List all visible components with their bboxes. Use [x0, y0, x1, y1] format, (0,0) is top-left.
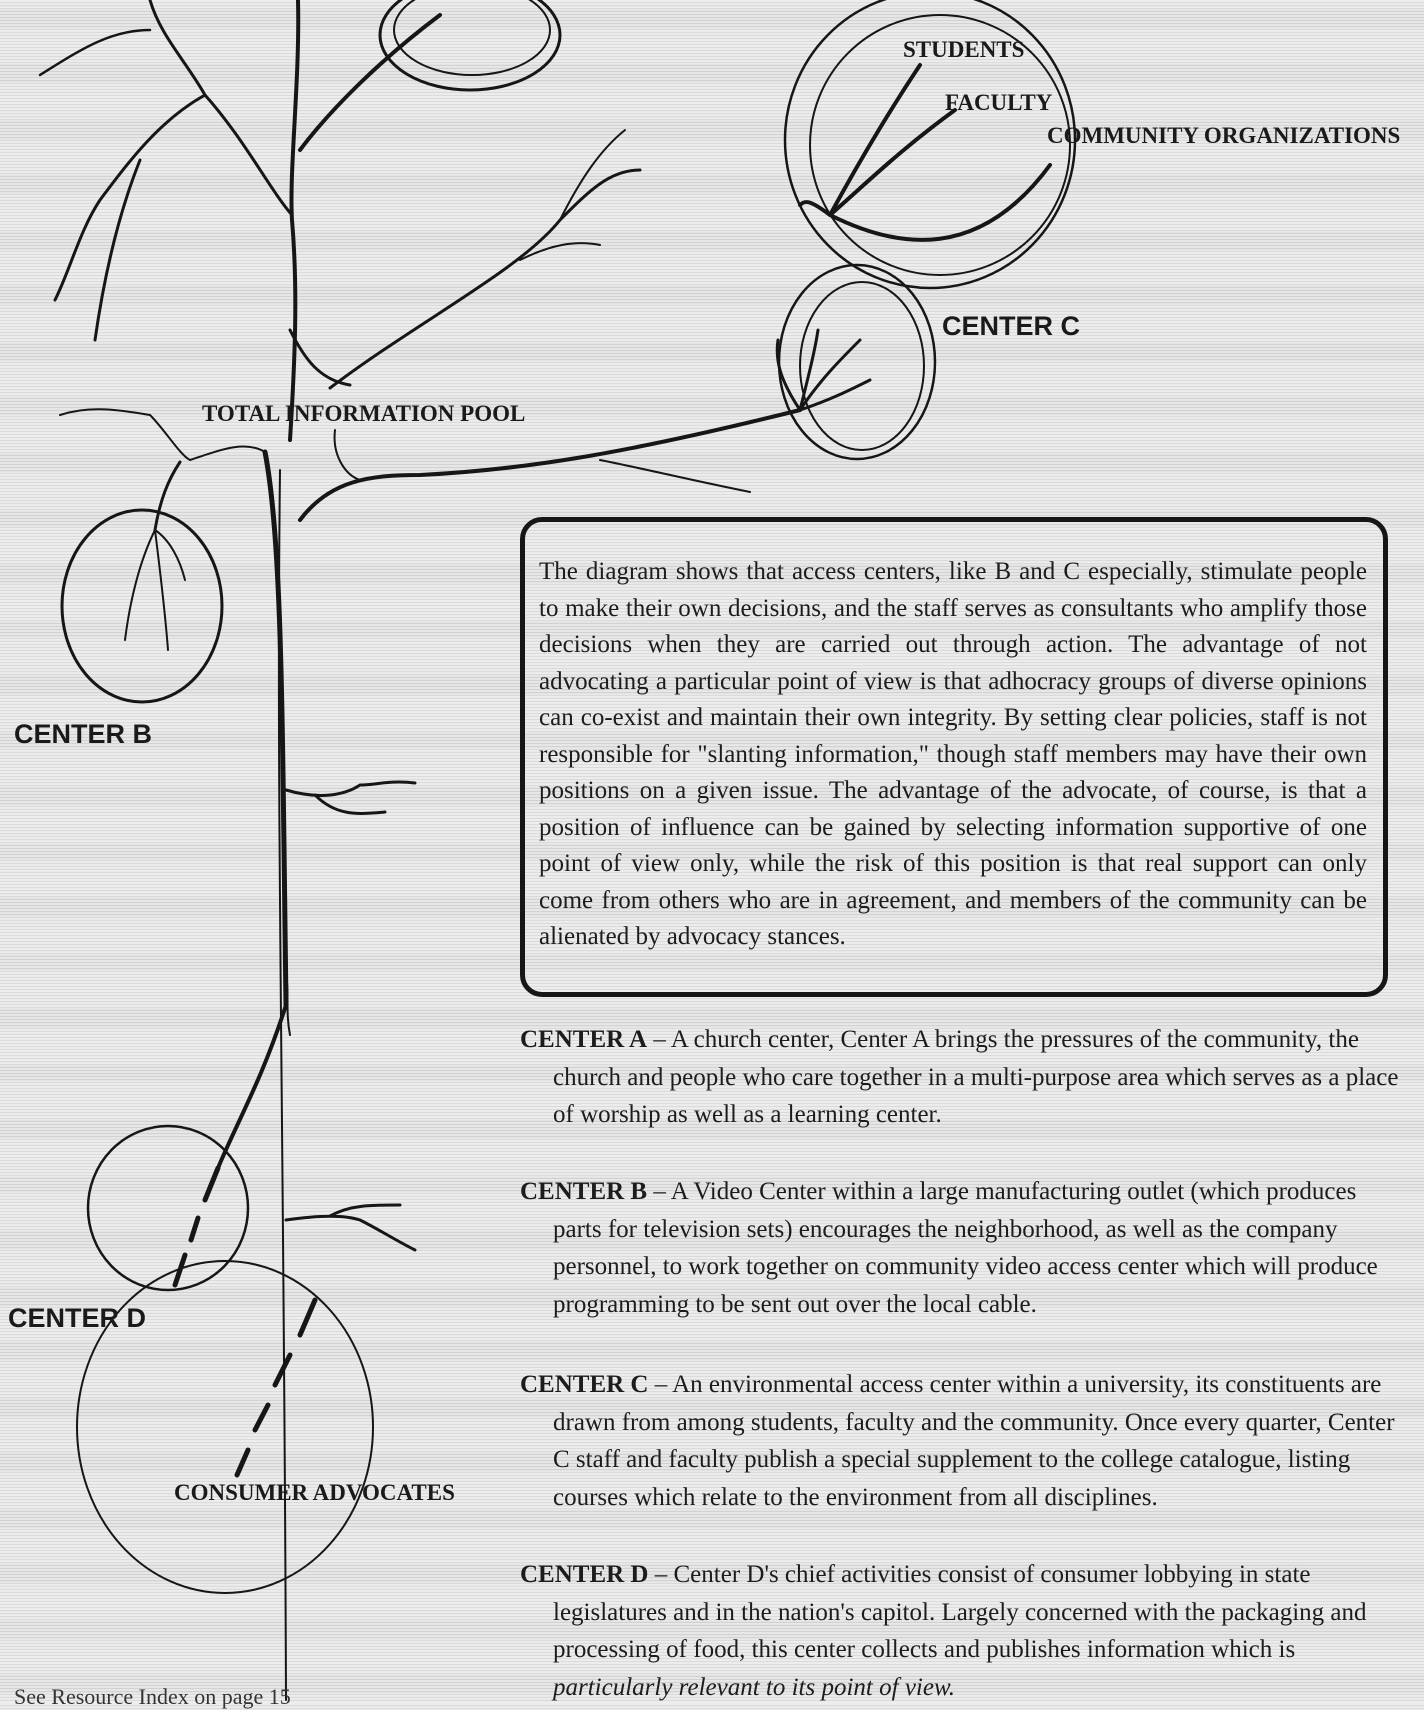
- label-consumer-advocates: CONSUMER ADVOCATES: [174, 1480, 455, 1505]
- branch-to-center-a: [300, 15, 440, 150]
- center-c-roots: [777, 330, 870, 410]
- center-c-dash: –: [649, 1371, 673, 1398]
- resource-index-footnote: See Resource Index on page 15: [14, 1684, 291, 1710]
- explanation-text: The diagram shows that access centers, l…: [539, 558, 1367, 950]
- branch-up-right: [330, 170, 640, 388]
- consumer-advocates-dashes: [237, 1300, 315, 1475]
- center-b-dash: –: [647, 1178, 671, 1205]
- branch-to-center-c-tail: [600, 460, 750, 492]
- upper-left-twig-2: [40, 30, 150, 75]
- center-d-heading: CENTER D: [520, 1561, 649, 1588]
- label-faculty: FACULTY: [945, 90, 1053, 115]
- center-c-heading: CENTER C: [520, 1371, 649, 1398]
- label-center-c: CENTER C: [942, 311, 1080, 341]
- center-b-circle: [62, 510, 222, 702]
- label-total-information-pool: TOTAL INFORMATION POOL: [202, 401, 525, 426]
- center-d-italic-text: particularly relevant to its point of vi…: [553, 1674, 955, 1701]
- label-community-organizations: COMMUNITY ORGANIZATIONS: [1047, 123, 1400, 148]
- center-b-heading: CENTER B: [520, 1178, 647, 1205]
- center-d-text: Center D's chief activities consist of c…: [553, 1561, 1367, 1663]
- center-c-text: An environmental access center within a …: [553, 1371, 1395, 1511]
- center-c-description: CENTER C – An environmental access cente…: [520, 1366, 1400, 1516]
- center-a-text: A church center, Center A brings the pre…: [553, 1026, 1398, 1128]
- branch-to-center-c: [300, 410, 800, 520]
- center-a-dash: –: [647, 1026, 671, 1053]
- pool-drop: [335, 430, 360, 480]
- center-d-branch: [175, 1168, 218, 1285]
- label-students: STUDENTS: [903, 37, 1024, 62]
- upper-left-branch: [150, 0, 292, 215]
- center-b-roots: [125, 530, 185, 650]
- label-center-b: CENTER B: [14, 719, 152, 749]
- branch-center-left: [290, 330, 350, 385]
- upper-left-twig-3: [95, 160, 140, 340]
- main-trunk: [265, 452, 286, 1005]
- center-b-description: CENTER B – A Video Center within a large…: [520, 1173, 1400, 1323]
- branch-up-right-3: [520, 243, 600, 260]
- center-a-circle: [380, 0, 560, 90]
- center-d-description: CENTER D – Center D's chief activities c…: [520, 1556, 1400, 1706]
- label-center-d: CENTER D: [8, 1303, 146, 1333]
- pool-branch: [218, 1005, 286, 1168]
- upper-main-stem: [290, 0, 298, 440]
- center-a-heading: CENTER A: [520, 1026, 647, 1053]
- center-d-dash: –: [649, 1561, 674, 1588]
- right-twig-lower: [286, 1205, 415, 1250]
- right-twig-upper: [286, 782, 415, 813]
- center-b-text: A Video Center within a large manufactur…: [553, 1178, 1378, 1318]
- center-a-description: CENTER A – A church center, Center A bri…: [520, 1021, 1400, 1134]
- explanation-box: The diagram shows that access centers, l…: [520, 517, 1388, 997]
- center-c-lower-circle: [779, 265, 935, 459]
- upper-left-twig: [55, 95, 205, 300]
